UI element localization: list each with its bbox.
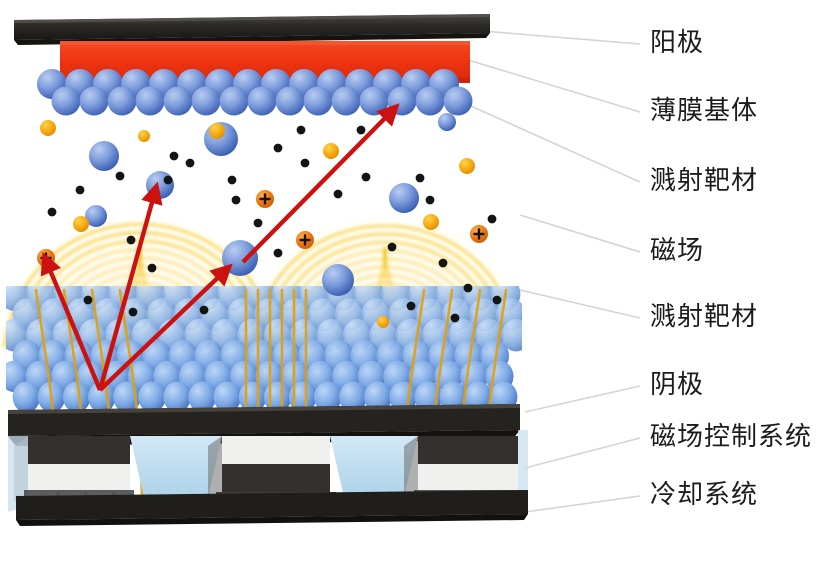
electron: [492, 295, 502, 305]
plasma-particles: [37, 113, 502, 328]
leader-anode: [469, 29, 641, 45]
gas-atom: [73, 216, 89, 232]
arrow-up-right: [98, 263, 233, 392]
magnet-right: [404, 436, 518, 502]
base-plate: [16, 490, 528, 526]
electron: [147, 263, 157, 273]
electron: [83, 295, 93, 305]
leader-magnetic-field: [519, 214, 641, 253]
electron: [463, 283, 473, 293]
electron: [438, 258, 448, 268]
gas-atom: [377, 316, 389, 328]
electron: [185, 158, 195, 168]
sputtering-arrows: [40, 103, 400, 392]
leader-film-substrate: [467, 59, 641, 113]
ion-particle: [256, 190, 274, 208]
electron: [273, 248, 283, 258]
electron: [406, 301, 416, 311]
sputtered-atom: [438, 113, 456, 131]
anode-bar: [14, 14, 490, 45]
sputtered-atom: [389, 183, 419, 213]
leader-sputter-target-1: [461, 101, 641, 183]
sputtered-atom: [89, 141, 119, 171]
electron: [163, 175, 173, 185]
gas-atom: [423, 214, 439, 230]
electron: [273, 143, 283, 153]
arrow-up-left: [40, 251, 103, 391]
electron: [296, 125, 306, 135]
electron: [253, 218, 263, 228]
ion-particle: [296, 231, 314, 249]
arrow-long: [241, 103, 400, 264]
gas-atom: [40, 120, 56, 136]
label-sputter-target-1: 溅射靶材: [650, 166, 759, 195]
leader-lines: [461, 29, 641, 513]
electron: [356, 125, 366, 135]
leader-sputter-target-2: [519, 289, 641, 319]
label-film-substrate: 薄膜基体: [650, 96, 759, 125]
gas-atom: [209, 123, 225, 139]
gas-atom: [138, 130, 150, 142]
label-cathode: 阴极: [650, 370, 705, 399]
electron: [169, 151, 179, 161]
electron: [231, 195, 241, 205]
electron: [199, 305, 209, 315]
gas-atom: [323, 143, 339, 159]
label-cooling-system: 冷却系统: [650, 480, 759, 509]
electron: [115, 171, 125, 181]
electron: [425, 195, 435, 205]
electron: [450, 313, 460, 323]
magnet-cooling-assembly: [8, 430, 528, 512]
electron: [487, 214, 497, 224]
electron: [361, 172, 371, 182]
electron: [47, 207, 57, 217]
electron: [126, 235, 136, 245]
electron: [415, 173, 425, 183]
label-magnetic-field: 磁场: [650, 236, 705, 265]
ion-particle: [470, 225, 488, 243]
sputtered-atom: [85, 205, 107, 227]
label-magnet-control: 磁场控制系统: [650, 422, 813, 451]
gas-atom: [459, 158, 475, 174]
electron: [387, 242, 397, 252]
thin-film-layer: [37, 69, 473, 116]
arrow-up-mid: [97, 181, 163, 391]
leader-magnet-control: [524, 437, 641, 469]
electron: [128, 307, 138, 317]
sputtered-atom: [322, 264, 354, 296]
electron: [300, 158, 310, 168]
electron: [227, 175, 237, 185]
label-sputter-target-2: 溅射靶材: [650, 302, 759, 331]
leader-cathode: [524, 385, 641, 413]
label-anode: 阳极: [650, 28, 705, 57]
sputtered-atom: [146, 171, 174, 199]
magnet-center: [208, 436, 330, 502]
electron: [333, 189, 343, 199]
electron: [75, 185, 85, 195]
leader-cooling-system: [524, 495, 641, 513]
